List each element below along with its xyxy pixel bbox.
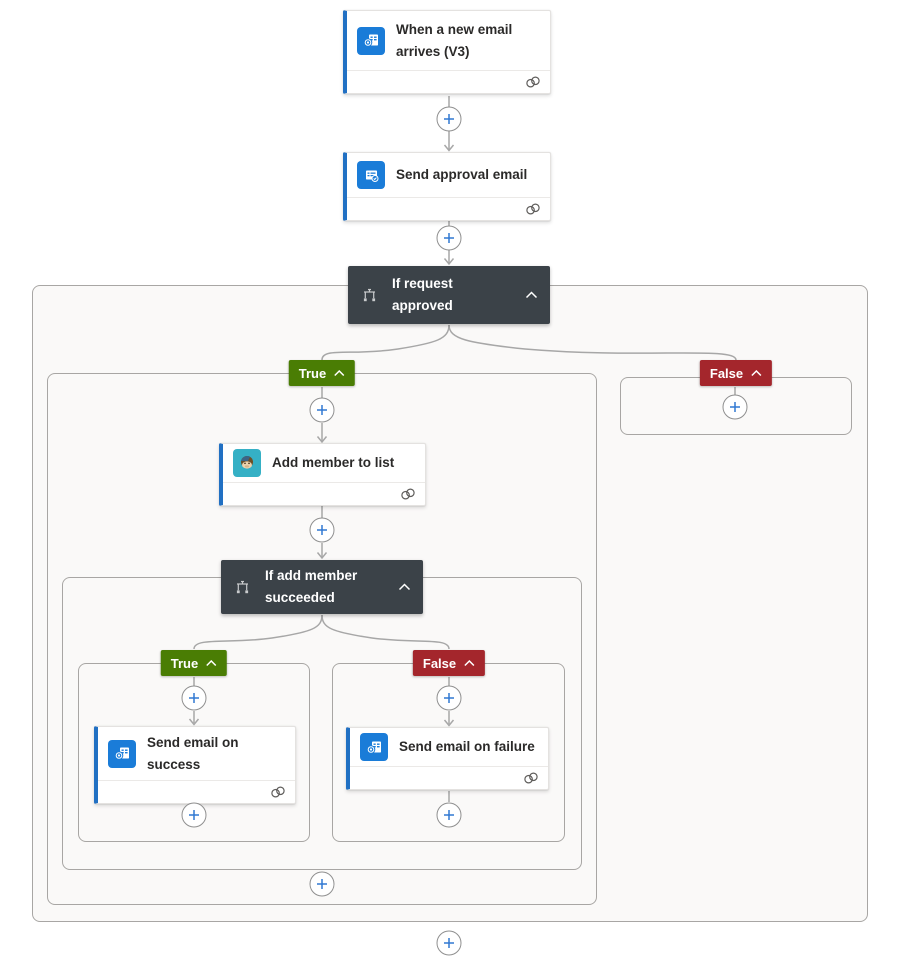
plus-icon: [444, 938, 454, 948]
chevron-up-icon: [751, 369, 762, 376]
email-success-card-main: Send email on success: [98, 727, 295, 780]
connection-link-icon[interactable]: [400, 488, 416, 500]
insert-step-button[interactable]: [436, 802, 462, 828]
add-member-card-main: Add member to list: [223, 444, 425, 482]
insert-step-button[interactable]: [722, 394, 748, 420]
connection-link-icon[interactable]: [525, 203, 541, 215]
inner-true-branch-label: True: [170, 655, 199, 671]
inner-false-branch-badge[interactable]: False: [412, 650, 486, 676]
insert-step-button[interactable]: [309, 871, 335, 897]
plus-icon: [730, 402, 740, 412]
insert-step-button[interactable]: [436, 930, 462, 956]
send-approval-card-title: Send approval email: [396, 167, 528, 183]
false-branch-badge[interactable]: False: [699, 360, 773, 386]
condition-member-title: If add member succeeded: [265, 567, 358, 605]
insert-step-button[interactable]: [436, 225, 462, 251]
plus-icon: [317, 405, 327, 415]
connection-link-icon[interactable]: [270, 786, 286, 798]
add-member-card[interactable]: Add member to list: [219, 443, 426, 506]
email-success-card[interactable]: Send email on success: [94, 726, 296, 805]
plus-icon: [444, 233, 454, 243]
inner-true-branch-badge[interactable]: True: [160, 650, 228, 676]
trigger-card-footer: [347, 70, 550, 93]
outlook-mail-icon: [108, 739, 136, 768]
plus-icon: [444, 810, 454, 820]
email-failure-card[interactable]: Send email on failure: [346, 727, 549, 790]
condition-branch-icon: [360, 286, 379, 305]
plus-icon: [444, 693, 454, 703]
insert-step-button[interactable]: [181, 685, 207, 711]
plus-icon: [189, 810, 199, 820]
outlook-mail-icon: [360, 733, 388, 761]
condition-member-card[interactable]: If add member succeeded: [221, 560, 423, 614]
false-branch-label: False: [709, 365, 744, 381]
insert-step-button[interactable]: [181, 802, 207, 828]
chevron-up-icon: [206, 659, 217, 666]
plus-icon: [189, 693, 199, 703]
plus-icon: [317, 525, 327, 535]
outlook-mail-icon: [357, 26, 385, 55]
send-approval-card-footer: [347, 197, 550, 220]
trigger-card[interactable]: When a new email arrives (V3): [343, 10, 551, 95]
email-failure-card-main: Send email on failure: [350, 728, 548, 766]
chevron-up-icon: [334, 369, 345, 376]
chevron-up-icon[interactable]: [398, 583, 411, 591]
email-failure-card-footer: [350, 766, 548, 789]
true-branch-label: True: [298, 365, 327, 381]
add-member-card-footer: [223, 482, 425, 505]
trigger-card-title: When a new email arrives (V3): [396, 22, 513, 59]
connection-link-icon[interactable]: [525, 76, 541, 88]
chevron-up-icon: [464, 659, 475, 666]
plus-icon: [444, 114, 454, 124]
email-success-card-footer: [98, 780, 295, 803]
add-member-card-title: Add member to list: [272, 455, 395, 471]
outlook-approval-icon: [357, 161, 385, 189]
true-branch-badge[interactable]: True: [288, 360, 356, 386]
condition-request-title: If request approved: [392, 275, 453, 313]
connection-link-icon[interactable]: [523, 772, 539, 784]
email-success-card-title: Send email on success: [147, 735, 239, 772]
chevron-up-icon[interactable]: [525, 291, 538, 299]
send-approval-card[interactable]: Send approval email: [343, 152, 551, 221]
inner-false-branch-label: False: [422, 655, 457, 671]
plus-icon: [317, 879, 327, 889]
mailchimp-monkey-icon: [233, 449, 261, 477]
condition-branch-icon: [233, 578, 252, 597]
insert-step-button[interactable]: [309, 517, 335, 543]
condition-request-card[interactable]: If request approved: [348, 266, 550, 324]
send-approval-card-main: Send approval email: [347, 153, 550, 197]
trigger-card-main: When a new email arrives (V3): [347, 11, 550, 70]
email-failure-card-title: Send email on failure: [399, 739, 535, 755]
insert-step-button[interactable]: [436, 685, 462, 711]
insert-step-button[interactable]: [436, 106, 462, 132]
insert-step-button[interactable]: [309, 397, 335, 423]
